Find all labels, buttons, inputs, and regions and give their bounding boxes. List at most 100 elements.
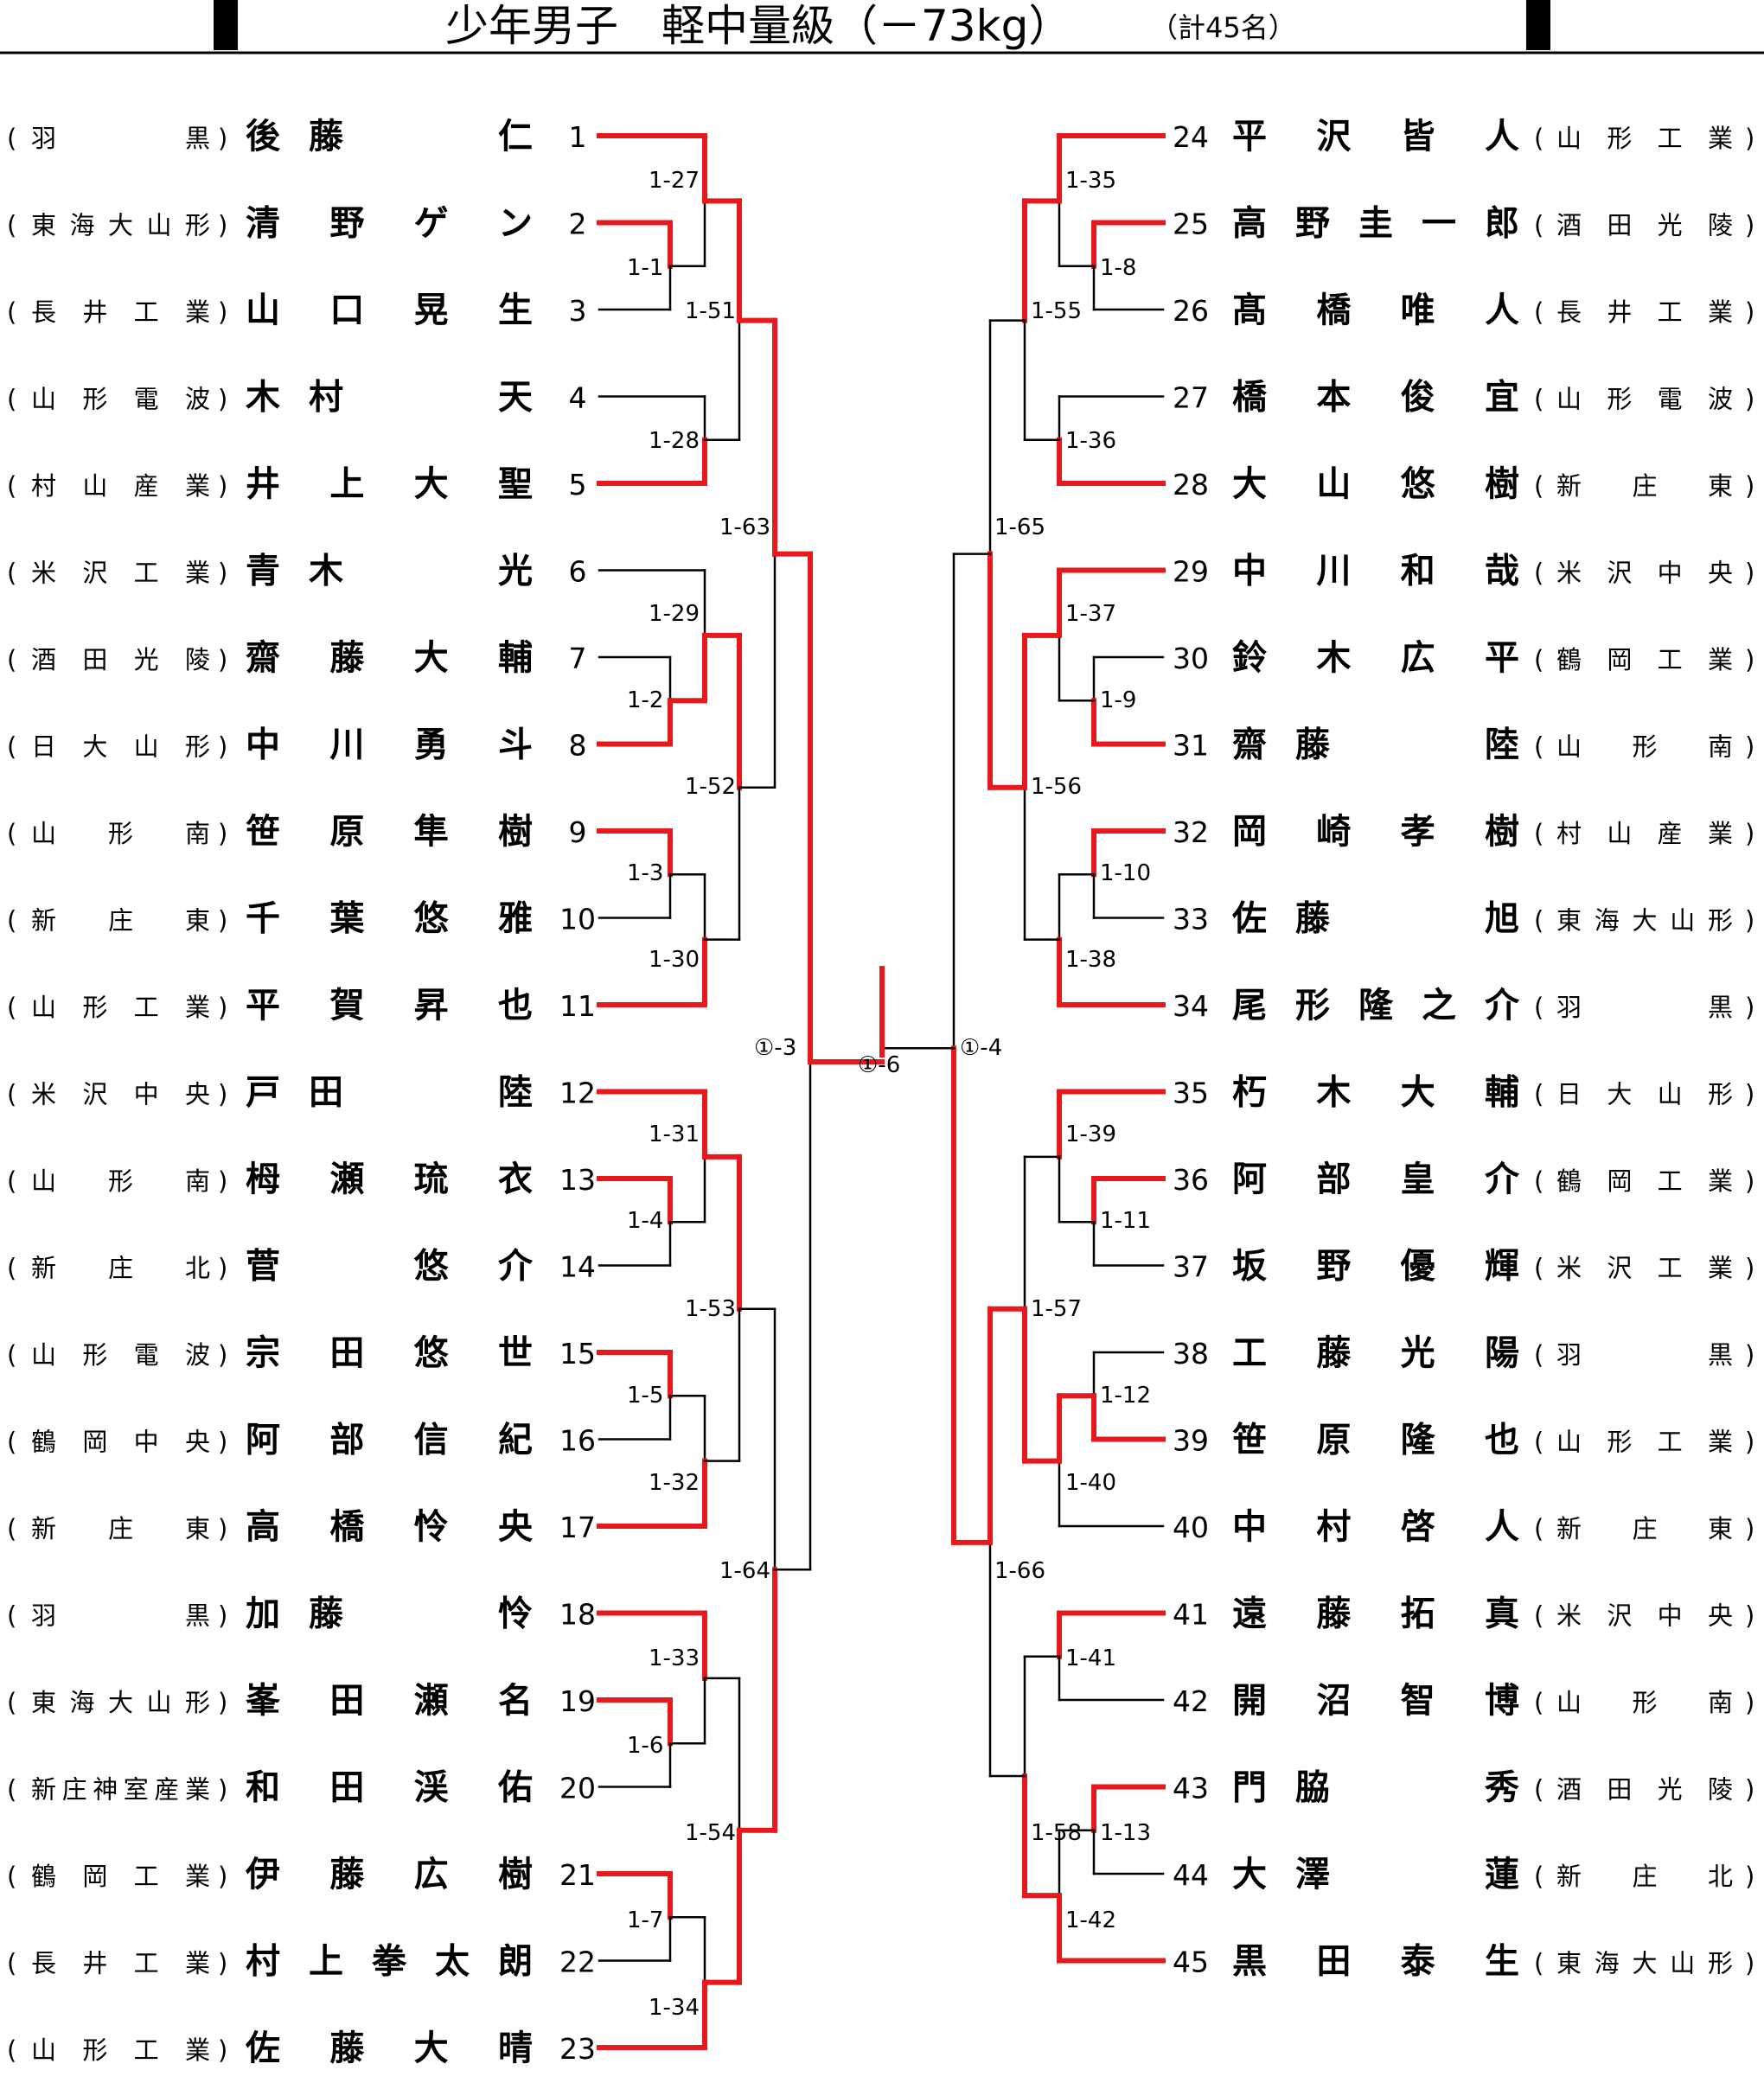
player-seed-number: 16 <box>559 1424 596 1458</box>
player-school: 羽 黒 <box>1556 993 1733 1022</box>
school-paren-open: ( <box>7 906 16 936</box>
school-paren-close: ) <box>218 1862 227 1891</box>
school-paren-close: ) <box>1745 1862 1754 1891</box>
player-school: 村山産業 <box>1556 819 1733 848</box>
player-name: 千葉悠雅 <box>246 899 533 939</box>
player-school: 東海大山形 <box>31 211 210 240</box>
player-school: 長井工業 <box>31 1949 210 1978</box>
player-school: 新 庄 北 <box>1556 1862 1733 1891</box>
match-label-1-57: 1-57 <box>1031 1296 1082 1322</box>
player-school: 酒田光陵 <box>1556 1775 1733 1805</box>
player-name: 工藤光陽 <box>1232 1333 1519 1373</box>
school-paren-open: ( <box>7 1862 16 1891</box>
player-name: 戸田 陸 <box>246 1073 533 1113</box>
school-paren-open: ( <box>1534 297 1544 327</box>
player-seed-number: 10 <box>559 903 596 936</box>
school-paren-open: ( <box>1534 559 1544 588</box>
school-paren-close: ) <box>218 732 227 762</box>
player-name: 阿部信紀 <box>246 1421 533 1460</box>
player-seed-number: 22 <box>559 1946 596 1979</box>
school-paren-open: ( <box>1534 906 1544 936</box>
player-school: 酒田光陵 <box>31 645 210 674</box>
match-label-1-11: 1-11 <box>1100 1208 1151 1234</box>
player-name: 山口晃生 <box>246 291 533 330</box>
player-name: 大山悠樹 <box>1232 464 1519 504</box>
school-paren-close: ) <box>218 1340 227 1370</box>
school-paren-close: ) <box>1745 1254 1754 1283</box>
school-paren-open: ( <box>7 993 16 1022</box>
player-seed-number: 43 <box>1173 1772 1209 1805</box>
player-school: 鶴岡工業 <box>1556 645 1733 674</box>
match-label-1-31: 1-31 <box>649 1121 700 1147</box>
player-school: 日大山形 <box>31 732 210 762</box>
player-name: 菅 悠介 <box>246 1247 534 1287</box>
school-paren-close: ) <box>1745 559 1754 588</box>
player-name: 高橋怜央 <box>246 1507 534 1547</box>
player-school: 東海大山形 <box>31 1688 210 1717</box>
school-paren-close: ) <box>218 645 227 674</box>
player-seed-number: 27 <box>1173 381 1209 415</box>
school-paren-open: ( <box>7 1514 16 1543</box>
school-paren-open: ( <box>7 124 16 153</box>
school-paren-open: ( <box>1534 993 1544 1022</box>
player-name: 黒田泰生 <box>1232 1942 1519 1982</box>
player-school: 米沢中央 <box>31 1080 210 1109</box>
player-name: 中村啓人 <box>1232 1507 1519 1547</box>
school-paren-close: ) <box>1745 1428 1754 1457</box>
player-school: 山 形 南 <box>31 1166 210 1196</box>
player-seed-number: 41 <box>1173 1598 1209 1632</box>
school-paren-close: ) <box>218 1775 227 1805</box>
player-name: 後藤 仁 <box>246 117 533 157</box>
player-name: 佐藤 旭 <box>1231 899 1519 939</box>
player-school: 鶴岡中央 <box>31 1428 210 1457</box>
school-paren-open: ( <box>1534 1514 1544 1543</box>
school-paren-open: ( <box>7 1080 16 1109</box>
match-label-1-29: 1-29 <box>649 601 700 627</box>
school-paren-open: ( <box>1534 1862 1544 1891</box>
player-seed-number: 35 <box>1173 1077 1209 1110</box>
school-paren-close: ) <box>1745 124 1754 153</box>
match-label-1-6: 1-6 <box>627 1733 663 1759</box>
match-label-1-53: 1-53 <box>685 1296 736 1322</box>
player-seed-number: 30 <box>1173 642 1209 675</box>
player-name: 中川勇斗 <box>246 725 533 765</box>
school-paren-open: ( <box>1534 1254 1544 1283</box>
player-name: 阿部皇介 <box>1232 1160 1520 1199</box>
school-paren-open: ( <box>1534 124 1544 153</box>
school-paren-close: ) <box>218 297 227 327</box>
match-label-1-36: 1-36 <box>1065 428 1116 454</box>
player-name: 坂野優輝 <box>1232 1247 1519 1287</box>
player-seed-number: 18 <box>559 1598 596 1632</box>
player-name: 村上拳太朗 <box>246 1942 533 1982</box>
school-paren-close: ) <box>218 1688 227 1717</box>
player-seed-number: 3 <box>569 294 587 328</box>
player-seed-number: 29 <box>1173 555 1209 589</box>
player-name: 和田渓佑 <box>246 1768 533 1808</box>
match-label-1-37: 1-37 <box>1065 601 1116 627</box>
match-label-1-41: 1-41 <box>1065 1645 1116 1671</box>
player-seed-number: 20 <box>559 1772 596 1805</box>
player-seed-number: 13 <box>559 1163 596 1197</box>
school-paren-close: ) <box>218 819 227 848</box>
player-seed-number: 9 <box>569 815 587 849</box>
player-school: 鶴岡工業 <box>1556 1166 1733 1196</box>
match-label-1-52: 1-52 <box>685 774 736 800</box>
player-seed-number: 8 <box>569 729 587 763</box>
player-name: 開沼智博 <box>1232 1681 1519 1721</box>
player-school: 長井工業 <box>1556 297 1733 327</box>
school-paren-open: ( <box>1534 732 1544 762</box>
player-school: 新 庄 東 <box>31 906 210 936</box>
school-paren-close: ) <box>1745 732 1754 762</box>
school-paren-close: ) <box>1745 385 1754 414</box>
match-label-1-35: 1-35 <box>1065 168 1116 194</box>
school-paren-open: ( <box>1534 211 1544 240</box>
match-label-1-33: 1-33 <box>649 1645 700 1671</box>
match-label-final: ①-6 <box>858 1052 900 1078</box>
bracket-lines <box>597 133 1166 2050</box>
player-name: 齋藤 陸 <box>1232 725 1519 765</box>
player-school: 羽 黒 <box>31 124 210 153</box>
player-seed-number: 33 <box>1173 903 1209 936</box>
match-label-1-3: 1-3 <box>627 860 663 886</box>
match-label-1-40: 1-40 <box>1065 1470 1116 1496</box>
